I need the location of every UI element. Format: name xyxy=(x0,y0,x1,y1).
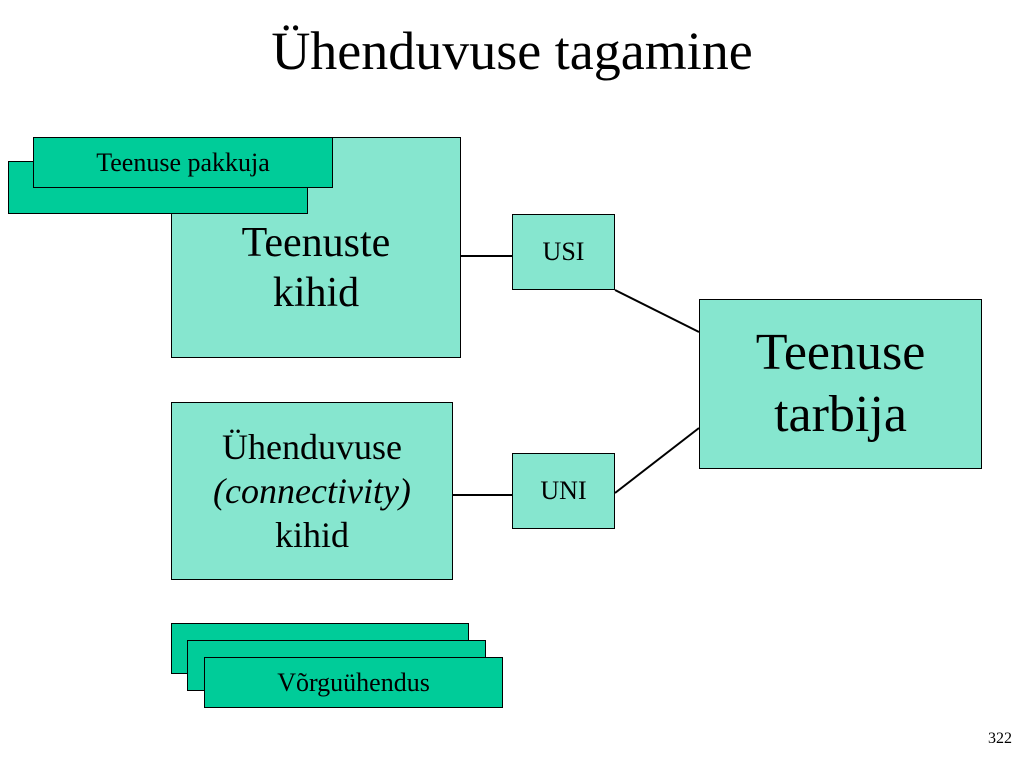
connector-uni-consumer xyxy=(614,427,700,494)
network-connection-box: Võrguühendus xyxy=(204,657,503,708)
service-layers-line-2: kihid xyxy=(272,269,360,316)
service-provider-box: Teenuse pakkuja xyxy=(33,137,333,188)
uni-label: UNI xyxy=(540,476,587,505)
connector-usi-consumer xyxy=(614,289,700,333)
service-consumer-box: Teenuse tarbija xyxy=(699,299,982,469)
service-consumer-line-2: tarbija xyxy=(774,386,907,443)
service-consumer-line-1: Teenuse xyxy=(755,324,926,381)
slide-title: Ühenduvuse tagamine xyxy=(271,21,753,81)
page-number: 322 xyxy=(988,730,1012,747)
connectivity-layers-box: Ühenduvuse (connectivity) kihid xyxy=(171,402,453,580)
connectivity-layers-line-2: (connectivity) xyxy=(213,471,411,511)
usi-box: USI xyxy=(512,214,615,290)
service-layers-box: Teenuste kihid xyxy=(171,137,461,358)
network-connection-label: Võrguühendus xyxy=(277,667,430,697)
usi-label: USI xyxy=(542,237,585,266)
connectivity-layers-line-1: Ühenduvuse xyxy=(222,427,402,467)
service-provider-label: Teenuse pakkuja xyxy=(96,147,270,177)
connectivity-layers-line-3: kihid xyxy=(274,515,349,555)
uni-box: UNI xyxy=(512,453,615,529)
service-layers-line-1: Teenuste xyxy=(241,219,391,266)
